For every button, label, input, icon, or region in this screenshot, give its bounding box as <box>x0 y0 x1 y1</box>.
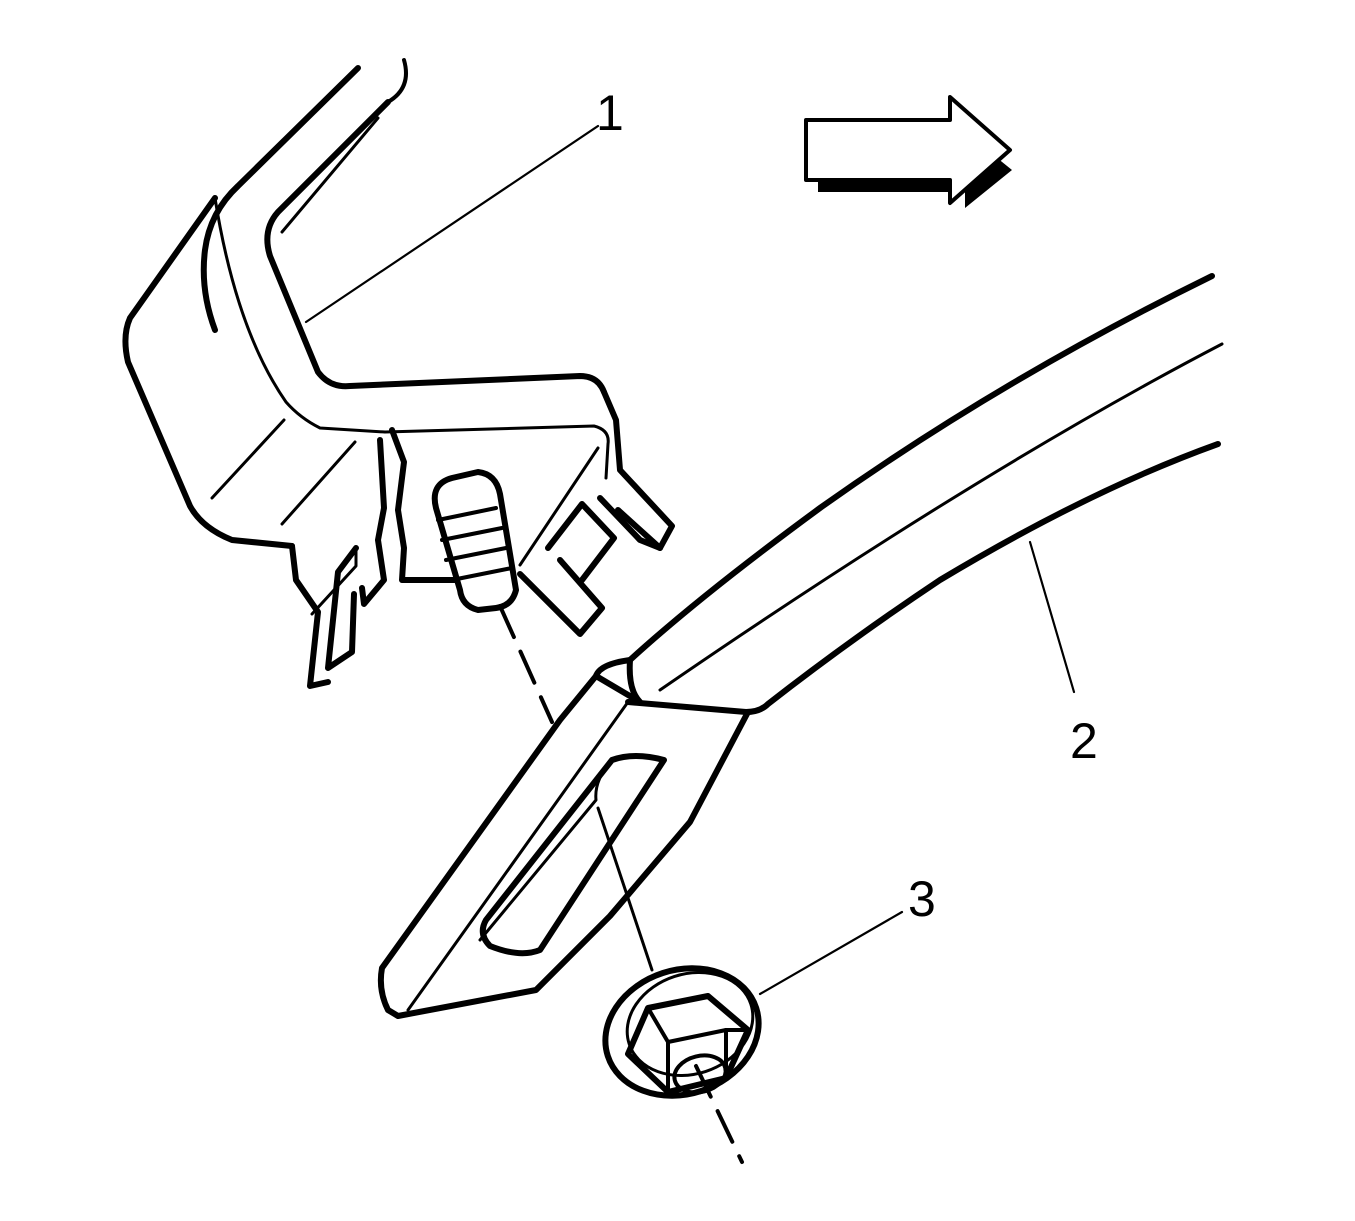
callout-2: 2 <box>1070 713 1098 769</box>
callout-1: 1 <box>596 85 624 141</box>
bracket-part <box>122 58 675 724</box>
flange-nut-part <box>596 806 904 1164</box>
callout-3: 3 <box>908 871 936 927</box>
direction-arrow-icon <box>804 95 1012 208</box>
strap-part <box>377 273 1224 1019</box>
